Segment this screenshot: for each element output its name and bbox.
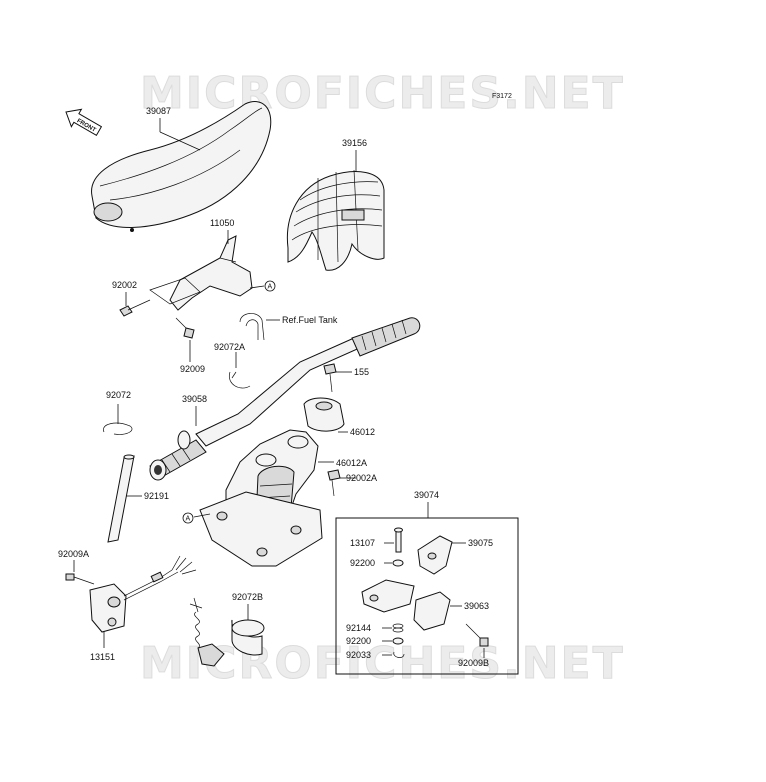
label-92002A: 92002A	[346, 473, 377, 483]
assembly-39074-box	[335, 517, 519, 675]
throttle-housing	[361, 579, 415, 613]
handlebar-39058	[149, 317, 421, 481]
circlip-92033	[393, 651, 405, 658]
steering-boot	[286, 169, 385, 271]
label-92009A: 92009A	[58, 549, 89, 559]
bracket-11050	[149, 235, 253, 311]
screw-92009B	[465, 623, 489, 647]
spring-92144	[392, 623, 404, 633]
ref-a-top: A	[268, 284, 273, 291]
cover-39063	[413, 591, 451, 631]
bolt-92002	[119, 299, 151, 317]
mounting-base	[199, 491, 323, 567]
label-39087: 39087	[146, 106, 171, 116]
label-92200-bottom: 92200	[346, 636, 371, 646]
washer-92200-bottom	[392, 637, 404, 645]
figure-code: F3172	[492, 93, 512, 100]
label-92033: 92033	[346, 650, 371, 660]
label-92002: 92002	[112, 280, 137, 290]
watermark-top: MICROFICHES.NET	[140, 68, 625, 119]
label-39075: 39075	[468, 538, 493, 548]
watermark-bottom: MICROFICHES.NET	[140, 638, 625, 689]
pin-13107	[394, 527, 403, 553]
lever-39075	[417, 535, 453, 575]
label-92072A: 92072A	[214, 342, 245, 352]
label-39063: 39063	[464, 601, 489, 611]
label-92191: 92191	[144, 491, 169, 501]
holder-46012	[303, 397, 345, 432]
bolt-155	[323, 363, 337, 393]
washer-92200-top	[392, 559, 404, 567]
clamp-92072A	[228, 371, 251, 389]
label-92009: 92009	[180, 364, 205, 374]
tube-92191	[107, 454, 135, 543]
label-155: 155	[354, 367, 369, 377]
ref-a-bottom: A	[186, 516, 191, 523]
ref-fuel-tank-label: Ref.Fuel Tank	[282, 315, 338, 325]
bolt-92009	[175, 317, 195, 339]
bolt-92002A	[327, 469, 341, 497]
label-13107: 13107	[350, 538, 375, 548]
label-39156: 39156	[342, 138, 367, 148]
label-92144: 92144	[346, 623, 371, 633]
switch-13151	[89, 555, 197, 633]
clamp-92072B	[189, 597, 265, 667]
label-13151: 13151	[90, 652, 115, 662]
label-92200-top: 92200	[350, 558, 375, 568]
label-92009B: 92009B	[458, 658, 489, 668]
handlebar-cover	[91, 101, 272, 232]
label-39058: 39058	[182, 394, 207, 404]
label-46012A: 46012A	[336, 458, 367, 468]
screw-92009A	[65, 573, 95, 585]
label-92072B: 92072B	[232, 592, 263, 602]
clamp-92072	[103, 422, 133, 435]
front-arrow-icon: FRONT	[65, 108, 103, 137]
label-92072: 92072	[106, 390, 131, 400]
label-11050: 11050	[210, 218, 234, 228]
label-39074: 39074	[414, 490, 439, 500]
label-46012: 46012	[350, 427, 375, 437]
